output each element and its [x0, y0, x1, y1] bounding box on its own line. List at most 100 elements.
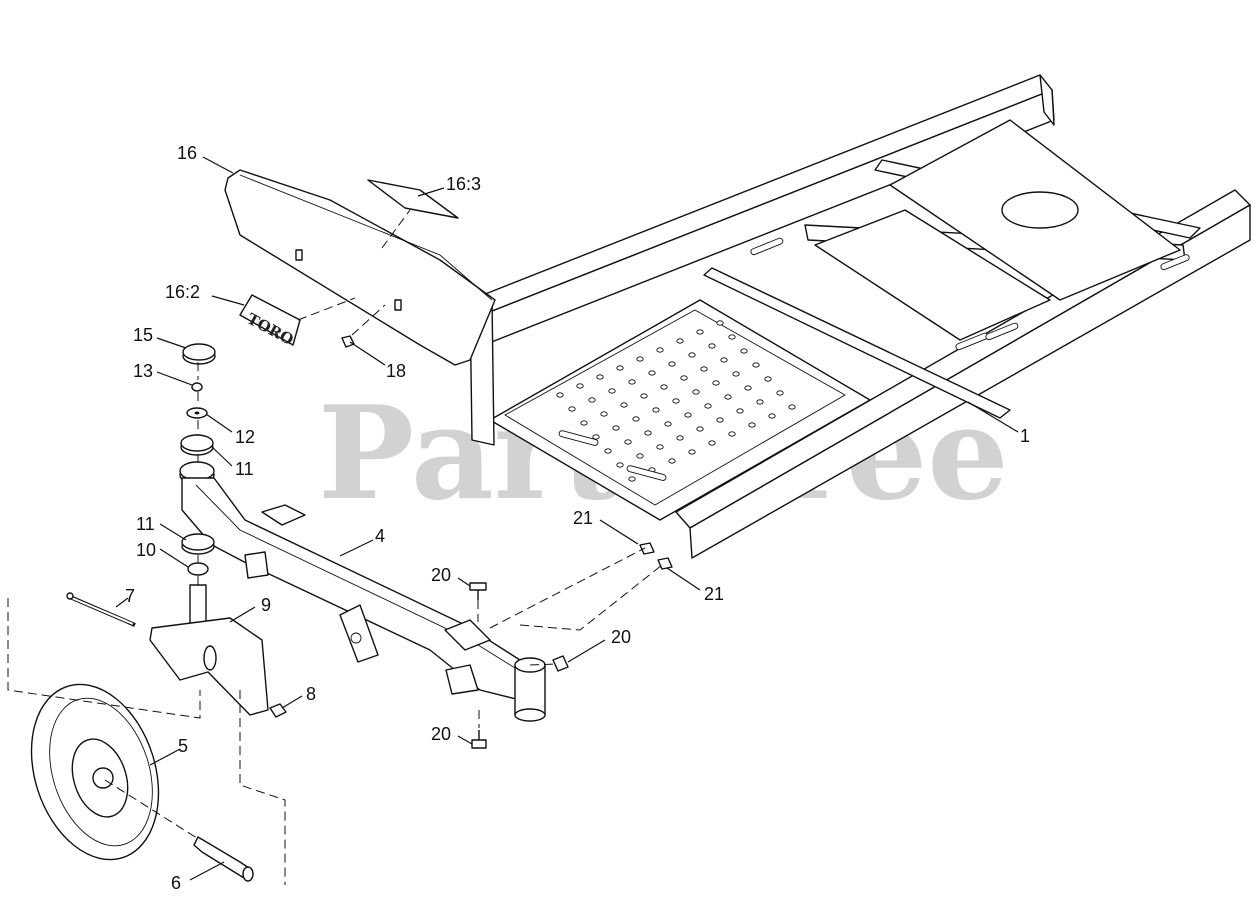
- floor-hole: [756, 399, 764, 405]
- floor-hole: [624, 439, 632, 445]
- floor-hole: [704, 403, 712, 409]
- floor-hole: [660, 384, 668, 390]
- floor-hole: [708, 440, 716, 446]
- floor-hole: [568, 406, 576, 412]
- callout-6: 6: [171, 873, 181, 893]
- callout-13: 13: [133, 361, 153, 381]
- floor-hole: [744, 385, 752, 391]
- bolt-7: [66, 592, 136, 627]
- floor-hole: [720, 357, 728, 363]
- callout-20-upper: 20: [431, 565, 451, 585]
- floor-hole: [740, 348, 748, 354]
- callout-labels: 16 16:3 16:2 15 13 18 12 11 1 21 11 4 10…: [125, 143, 1030, 893]
- floor-hole: [640, 393, 648, 399]
- floor-hole: [684, 412, 692, 418]
- callout-20-lower: 20: [431, 724, 451, 744]
- floor-hole: [668, 361, 676, 367]
- bolt-18: [341, 335, 355, 348]
- callout-8: 8: [306, 684, 316, 704]
- floor-hole: [764, 376, 772, 382]
- leader-lines: [115, 156, 1019, 881]
- floor-hole: [668, 458, 676, 464]
- floor-hole: [612, 425, 620, 431]
- callout-7: 7: [125, 586, 135, 606]
- spacer-6: [193, 836, 254, 882]
- floor-hole: [588, 397, 596, 403]
- floor-hole: [768, 413, 776, 419]
- callout-9: 9: [261, 595, 271, 615]
- nut-8: [269, 703, 287, 718]
- front-cover: [224, 169, 496, 366]
- floor-hole: [708, 343, 716, 349]
- floor-hole: [664, 421, 672, 427]
- nuts-21: [639, 542, 673, 570]
- floor-hole: [616, 462, 624, 468]
- floor-hole: [736, 408, 744, 414]
- floor-hole: [696, 329, 704, 335]
- callout-21-lower: 21: [704, 584, 724, 604]
- floor-hole: [556, 392, 564, 398]
- floor-hole: [608, 388, 616, 394]
- decal-16-2: TORO: [239, 294, 301, 349]
- floor-hole: [716, 320, 724, 326]
- floor-hole: [616, 365, 624, 371]
- callout-11-lower: 11: [136, 514, 155, 534]
- floor-hole: [732, 371, 740, 377]
- assembly-lines: [7, 209, 663, 885]
- floor-hole: [632, 416, 640, 422]
- floor-hole: [604, 448, 612, 454]
- floor-hole: [712, 380, 720, 386]
- floor-hole: [580, 420, 588, 426]
- floor-hole: [748, 422, 756, 428]
- decal-16-3: [367, 179, 459, 219]
- floor-hole: [656, 444, 664, 450]
- callout-15: 15: [133, 325, 153, 345]
- caster-wheel: [30, 683, 160, 861]
- floor-hole: [724, 394, 732, 400]
- callout-16-2: 16:2: [165, 282, 200, 302]
- floor-hole: [696, 426, 704, 432]
- callout-1: 1: [1020, 426, 1030, 446]
- main-frame: [469, 74, 1251, 559]
- floor-hole: [728, 431, 736, 437]
- floor-hole: [628, 379, 636, 385]
- callout-11-upper: 11: [235, 459, 254, 479]
- callout-20-middle: 20: [611, 627, 631, 647]
- floor-hole: [628, 476, 636, 482]
- floor-hole: [576, 383, 584, 389]
- floor-hole: [716, 417, 724, 423]
- floor-hole: [596, 374, 604, 380]
- lower-bearings: [181, 533, 215, 576]
- floor-hole: [680, 375, 688, 381]
- callout-12: 12: [235, 427, 255, 447]
- front-axle: [181, 477, 546, 722]
- floor-hole: [644, 430, 652, 436]
- bolts-20: [469, 582, 569, 749]
- floor-hole: [788, 404, 796, 410]
- callout-10: 10: [136, 540, 156, 560]
- floor-hole: [688, 449, 696, 455]
- floor-hole: [600, 411, 608, 417]
- callout-5: 5: [178, 736, 188, 756]
- floor-hole: [636, 453, 644, 459]
- floor-hole: [776, 390, 784, 396]
- floor-hole: [620, 402, 628, 408]
- floor-hole: [636, 356, 644, 362]
- floor-hole: [692, 389, 700, 395]
- frame-slots: [558, 237, 1190, 481]
- callout-16: 16: [177, 143, 197, 163]
- floor-hole: [656, 347, 664, 353]
- floor-hole: [648, 370, 656, 376]
- floor-hole: [688, 352, 696, 358]
- floor-hole: [676, 338, 684, 344]
- floor-hole: [672, 398, 680, 404]
- floor-hole: [700, 366, 708, 372]
- caster-fork: [149, 584, 269, 716]
- floor-hole: [752, 362, 760, 368]
- floor-holes: [556, 320, 796, 482]
- floor-hole: [728, 334, 736, 340]
- callout-18: 18: [386, 361, 406, 381]
- floor-hole: [652, 407, 660, 413]
